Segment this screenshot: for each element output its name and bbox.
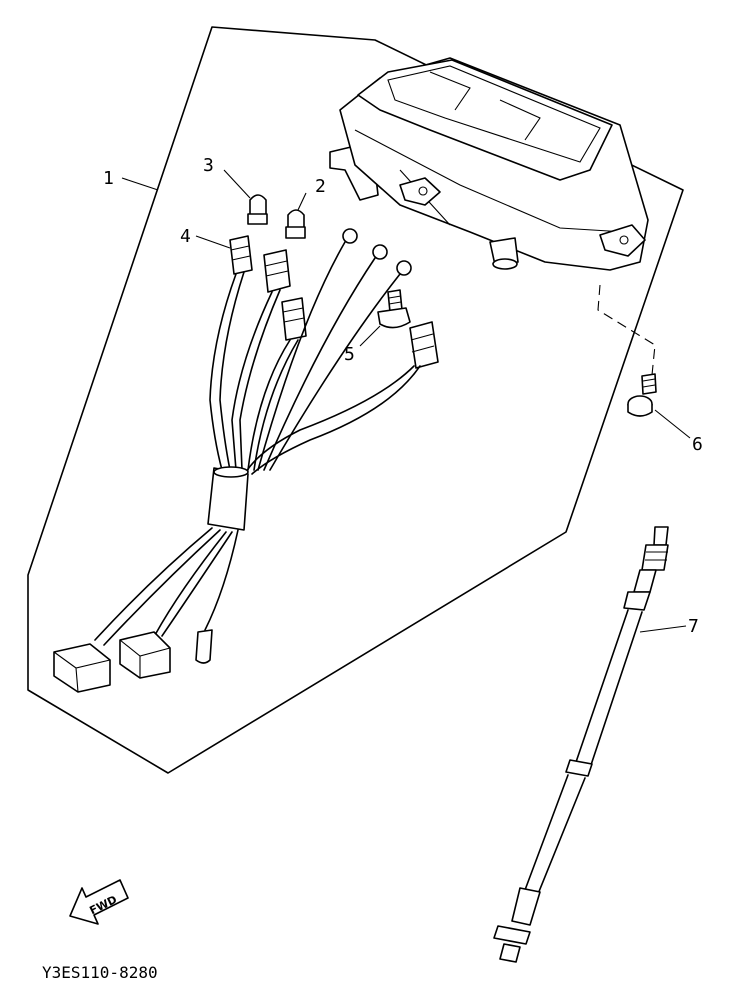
drawing-code: Y3ES110-8280 (42, 963, 158, 982)
callout-7: 7 (688, 616, 699, 637)
meter-assembly (329, 57, 649, 271)
callout-3: 3 (203, 155, 214, 176)
callout-5: 5 (344, 344, 355, 365)
callout-1: 1 (103, 168, 114, 189)
fwd-arrow-icon: FWD (69, 879, 129, 925)
callout-6: 6 (692, 434, 703, 455)
callout-4: 4 (180, 226, 191, 247)
bulb-part-2 (285, 209, 306, 239)
socket-part-5 (377, 289, 411, 329)
screw-part-6 (627, 373, 657, 417)
callout-2: 2 (315, 176, 326, 197)
wire-harness (53, 228, 439, 693)
cable-part-7 (493, 526, 669, 963)
bulb-part-3 (247, 194, 268, 225)
